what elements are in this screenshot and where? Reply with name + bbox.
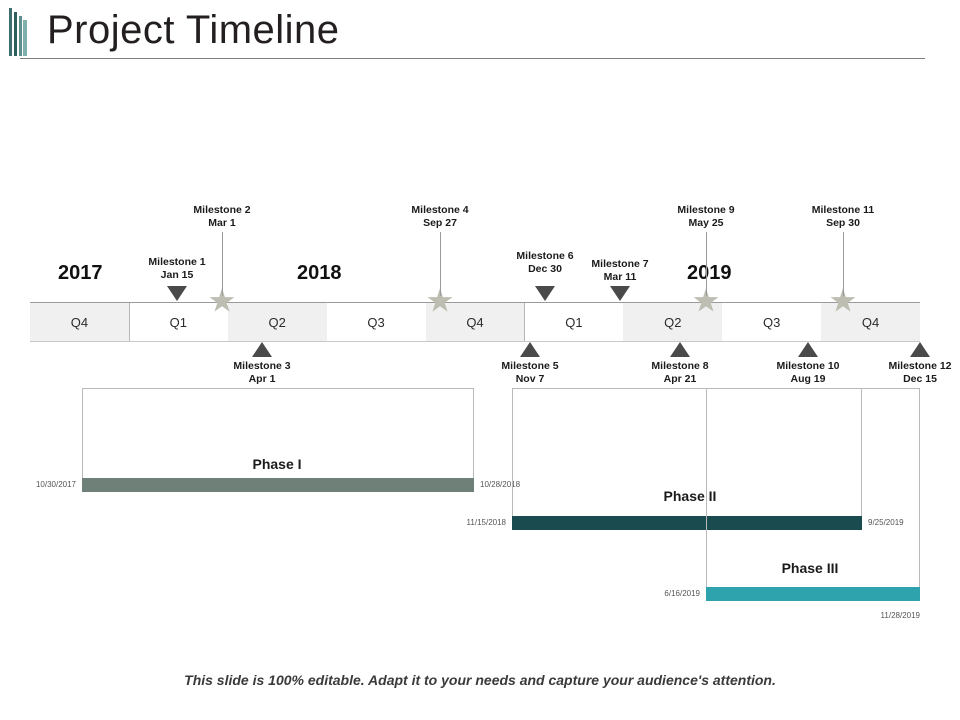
phase-end-date-1: 10/28/2018 (480, 480, 521, 489)
phase-bar-3[interactable] (706, 587, 920, 601)
quarter-cell-2018-q3: Q3 (326, 303, 426, 341)
phase-title-1: Phase I (252, 456, 302, 472)
quarter-label: Q4 (466, 314, 484, 330)
phase-end-date-2: 9/25/2019 (868, 518, 904, 527)
quarter-cell-2019-q3: Q3 (722, 303, 822, 341)
phase-bar-2[interactable] (512, 516, 862, 530)
phase-start-date-2: 11/15/2018 (466, 518, 506, 527)
milestone-name: Milestone 12 (888, 360, 952, 372)
page-title: Project Timeline (47, 8, 340, 52)
quarter-cell-2019-q1: Q1 (524, 303, 624, 341)
quarter-label: Q1 (169, 314, 187, 330)
phase-title-2: Phase II (663, 488, 717, 504)
slide-header: Project Timeline (0, 0, 960, 62)
phase-connector-2 (512, 388, 862, 516)
title-accent-bars-icon (9, 8, 31, 56)
timeline-chart: Q4 Q1 Q2 Q3 Q4 Q1 Q2 Q3 Q4 (30, 190, 920, 350)
milestone-date: Nov 7 (515, 372, 545, 385)
phase-start-date-3: 6/16/2019 (664, 589, 700, 598)
phase-connector-3 (706, 388, 920, 587)
editable-note: This slide is 100% editable. Adapt it to… (184, 672, 776, 688)
quarter-cell-2019-q4: Q4 (821, 303, 920, 341)
milestone-date: Aug 19 (790, 372, 826, 385)
quarter-cell-2018-q2: Q2 (227, 303, 327, 341)
quarter-label: Q4 (861, 314, 880, 330)
year-divider (524, 303, 526, 341)
phase-bar-1[interactable] (82, 478, 474, 492)
quarter-cell-2018-q4: Q4 (425, 303, 525, 341)
quarter-label: Q3 (367, 314, 385, 330)
year-divider (128, 303, 130, 341)
milestone-date: Apr 1 (248, 372, 276, 385)
quarter-label: Q4 (70, 314, 89, 330)
milestone-date: Apr 21 (663, 372, 697, 385)
phase-end-date-3: 11/28/2019 (880, 611, 920, 620)
milestone-name: Milestone 3 (233, 360, 291, 372)
quarter-label: Q2 (268, 314, 286, 330)
quarter-label: Q2 (664, 314, 682, 330)
milestone-name: Milestone 8 (651, 360, 709, 372)
phase-title-3: Phase III (781, 560, 839, 576)
phase-connector-1 (82, 388, 474, 478)
quarter-label: Q1 (565, 314, 583, 330)
quarter-cell-2018-q1: Q1 (128, 303, 228, 341)
phase-start-date-1: 10/30/2017 (35, 480, 76, 489)
milestone-date: Dec 15 (903, 372, 937, 385)
milestone-name: Milestone 5 (501, 360, 559, 372)
quarter-cell-2019-q2: Q2 (623, 303, 723, 341)
quarter-label: Q3 (762, 314, 781, 330)
quarter-cell-2017-q4: Q4 (30, 303, 129, 341)
title-divider (20, 58, 925, 59)
milestone-name: Milestone 10 (776, 360, 840, 372)
quarter-band: Q4 Q1 Q2 Q3 Q4 Q1 Q2 Q3 Q4 (30, 302, 920, 342)
